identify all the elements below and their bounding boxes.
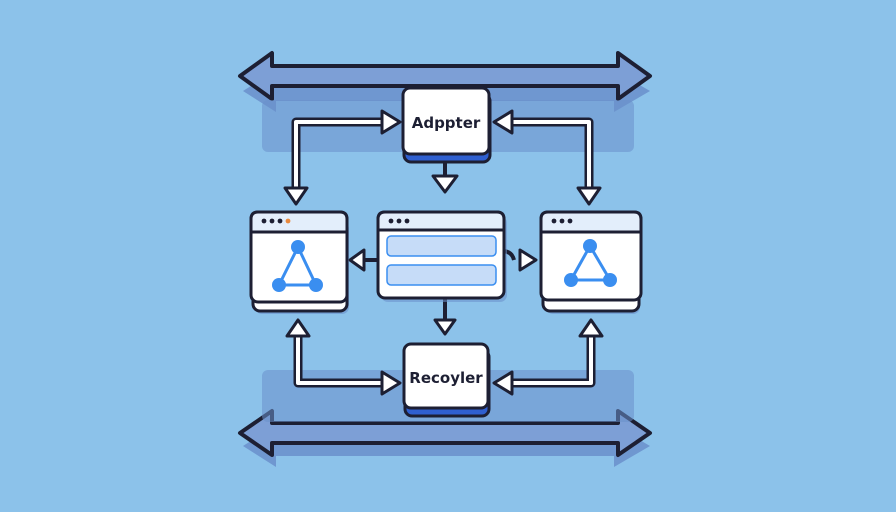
arrowhead-into-adapter-right	[492, 109, 514, 135]
window-dot-icon	[269, 218, 275, 224]
left-window	[249, 210, 349, 314]
window-dot-icon	[285, 218, 291, 224]
triangle-network-icon	[272, 240, 323, 292]
connector-left-to-adapter-inner	[294, 120, 392, 194]
center-list-window	[376, 210, 507, 302]
arrowhead-into-right-window	[518, 248, 538, 272]
recycler-node: Recoyler	[402, 342, 491, 418]
window-dot-icon	[388, 218, 394, 224]
list-rows-icon	[386, 235, 497, 286]
arrowhead-down-left-window	[283, 186, 309, 206]
list-row	[386, 264, 497, 286]
arrowhead-into-adapter-left	[380, 109, 402, 135]
arrowhead-up-right-window	[578, 318, 604, 338]
recycler-label: Recoyler	[409, 369, 483, 387]
adapter-label: Adppter	[412, 114, 481, 132]
window-dot-icon	[551, 218, 557, 224]
window-dot-icon	[396, 218, 402, 224]
list-row	[386, 235, 497, 257]
arrowhead-down-right-window	[576, 186, 602, 206]
adapter-node: Adppter	[401, 86, 492, 164]
arrowhead-into-list	[431, 174, 459, 194]
window-dot-icon	[404, 218, 410, 224]
window-dot-icon	[277, 218, 283, 224]
window-dot-icon	[567, 218, 573, 224]
window-dot-icon	[559, 218, 565, 224]
arrowhead-up-left-window	[285, 318, 311, 338]
arrowhead-into-recycler	[433, 318, 457, 336]
connector-right-to-recycler-inner	[502, 328, 593, 385]
right-window	[539, 210, 643, 314]
connector-right-to-adapter-inner	[502, 120, 591, 194]
arrowhead-into-recycler-left	[380, 370, 402, 396]
arrowhead-into-recycler-right	[492, 370, 514, 396]
arrowhead-into-left-window	[348, 248, 366, 272]
window-dot-icon	[261, 218, 267, 224]
triangle-network-icon	[564, 239, 617, 287]
connector-left-to-recycler-inner	[296, 328, 392, 385]
